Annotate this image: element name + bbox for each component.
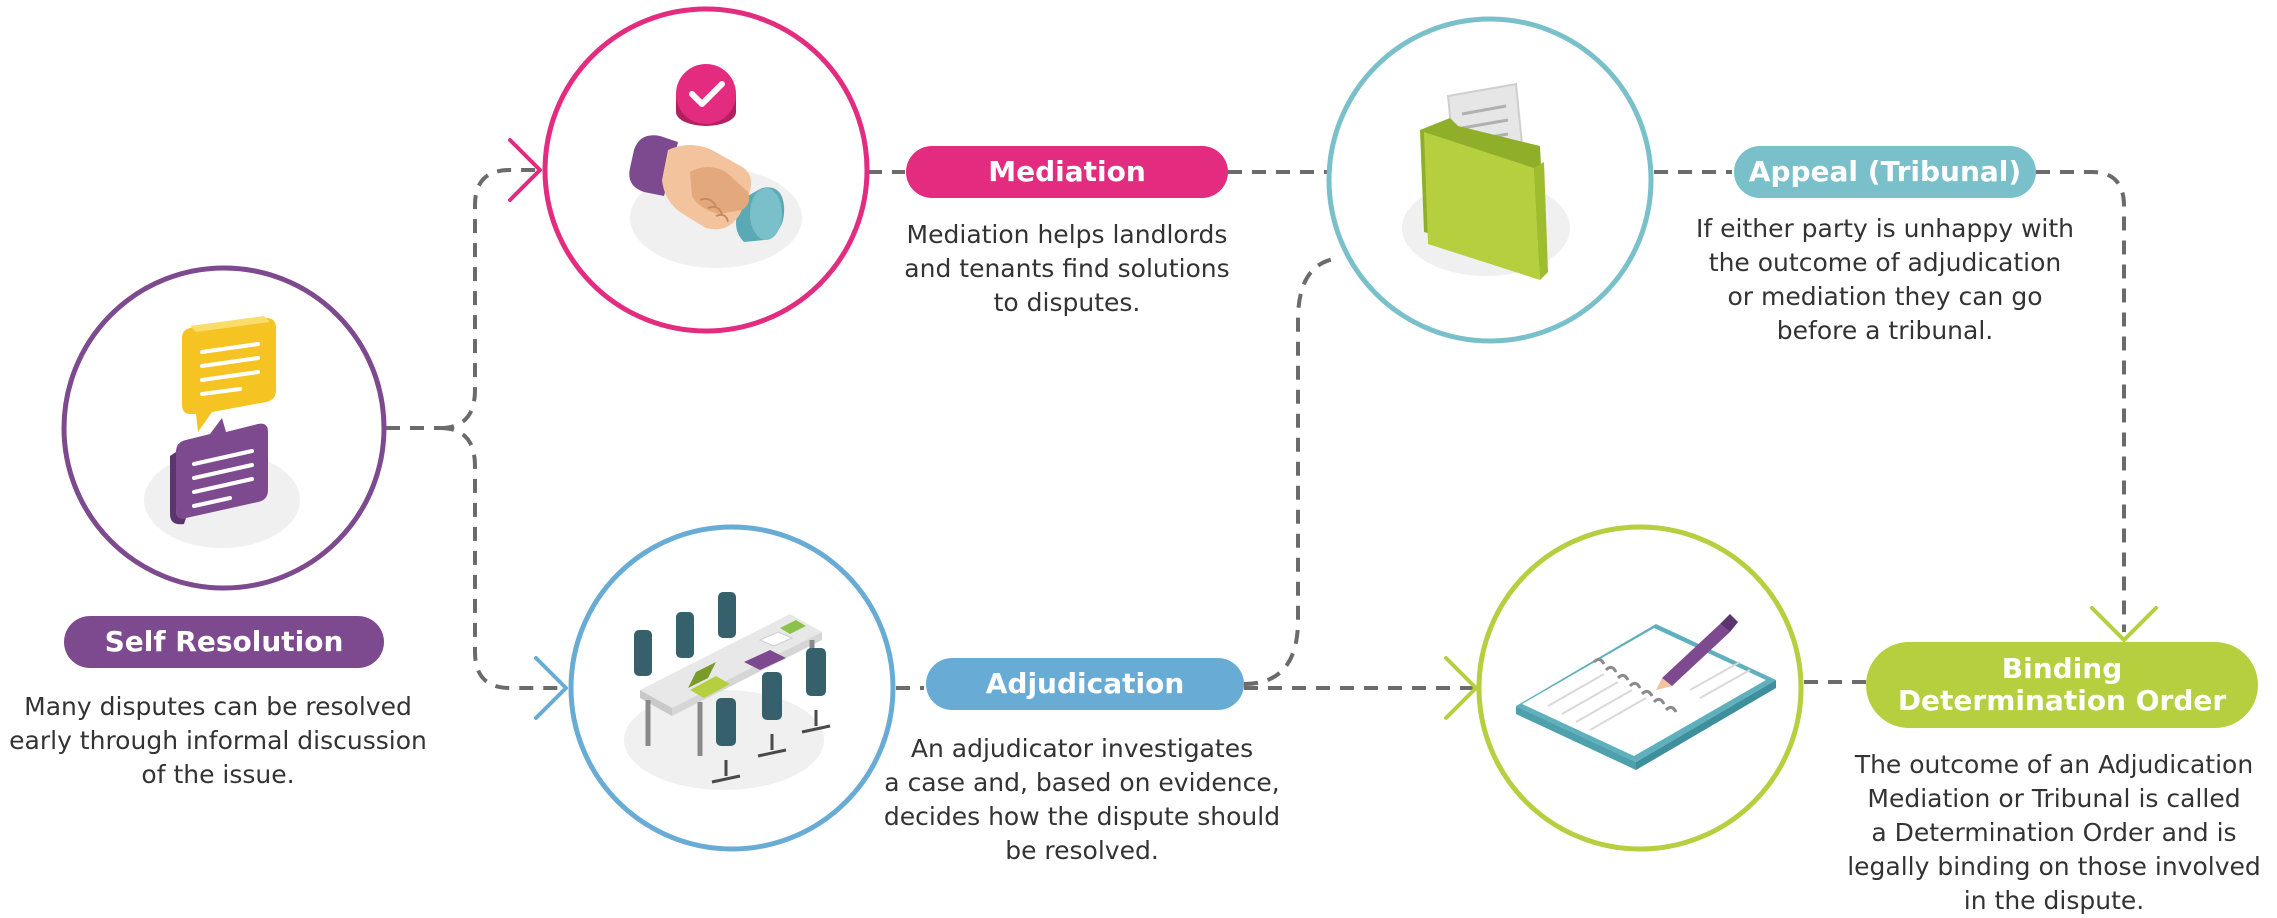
adjudication-description: An adjudicator investigates a case and, …	[883, 734, 1281, 865]
adjudication-label: Adjudication	[985, 666, 1185, 700]
binding-pill: Binding Determination Order	[1866, 642, 2258, 728]
speech-bubbles-icon	[144, 316, 300, 548]
mediation-label: Mediation	[988, 154, 1146, 188]
connector-appeal-to-binding	[2036, 170, 2126, 632]
self-resolution-label: Self Resolution	[104, 624, 344, 658]
connectors	[386, 168, 2126, 690]
arrowhead-mediation	[508, 138, 542, 202]
arrowhead-binding	[2090, 606, 2158, 642]
self-resolution-pill: Self Resolution	[64, 616, 384, 668]
mediation-description: Mediation helps landlords and tenants fi…	[904, 220, 1230, 317]
connector-adjudication-to-appeal	[1243, 256, 1341, 686]
adjudication-circle	[568, 524, 896, 852]
connector-branch-to-adjudication	[439, 426, 566, 690]
meeting-table-icon	[624, 592, 831, 790]
binding-description: The outcome of an Adjudication Mediation…	[1847, 750, 2261, 915]
self-resolution-description: Many disputes can be resolved early thro…	[9, 692, 427, 789]
notebook-pen-icon	[1516, 614, 1776, 770]
appeal-pill: Appeal (Tribunal)	[1734, 146, 2036, 198]
binding-label-line2: Determination Order	[1897, 684, 2227, 717]
folder-icon	[1402, 82, 1570, 280]
binding-label-line1: Binding	[2001, 651, 2123, 685]
arrowheads	[508, 138, 2158, 720]
arrowhead-notebook	[1444, 656, 1478, 720]
appeal-label: Appeal (Tribunal)	[1748, 154, 2022, 188]
connector-branch-to-mediation	[439, 168, 540, 430]
arrowhead-adjudication	[534, 656, 568, 720]
handshake-icon	[629, 64, 802, 268]
adjudication-pill: Adjudication	[926, 658, 1244, 710]
mediation-pill: Mediation	[906, 146, 1228, 198]
appeal-description: If either party is unhappy with the outc…	[1695, 214, 2074, 345]
